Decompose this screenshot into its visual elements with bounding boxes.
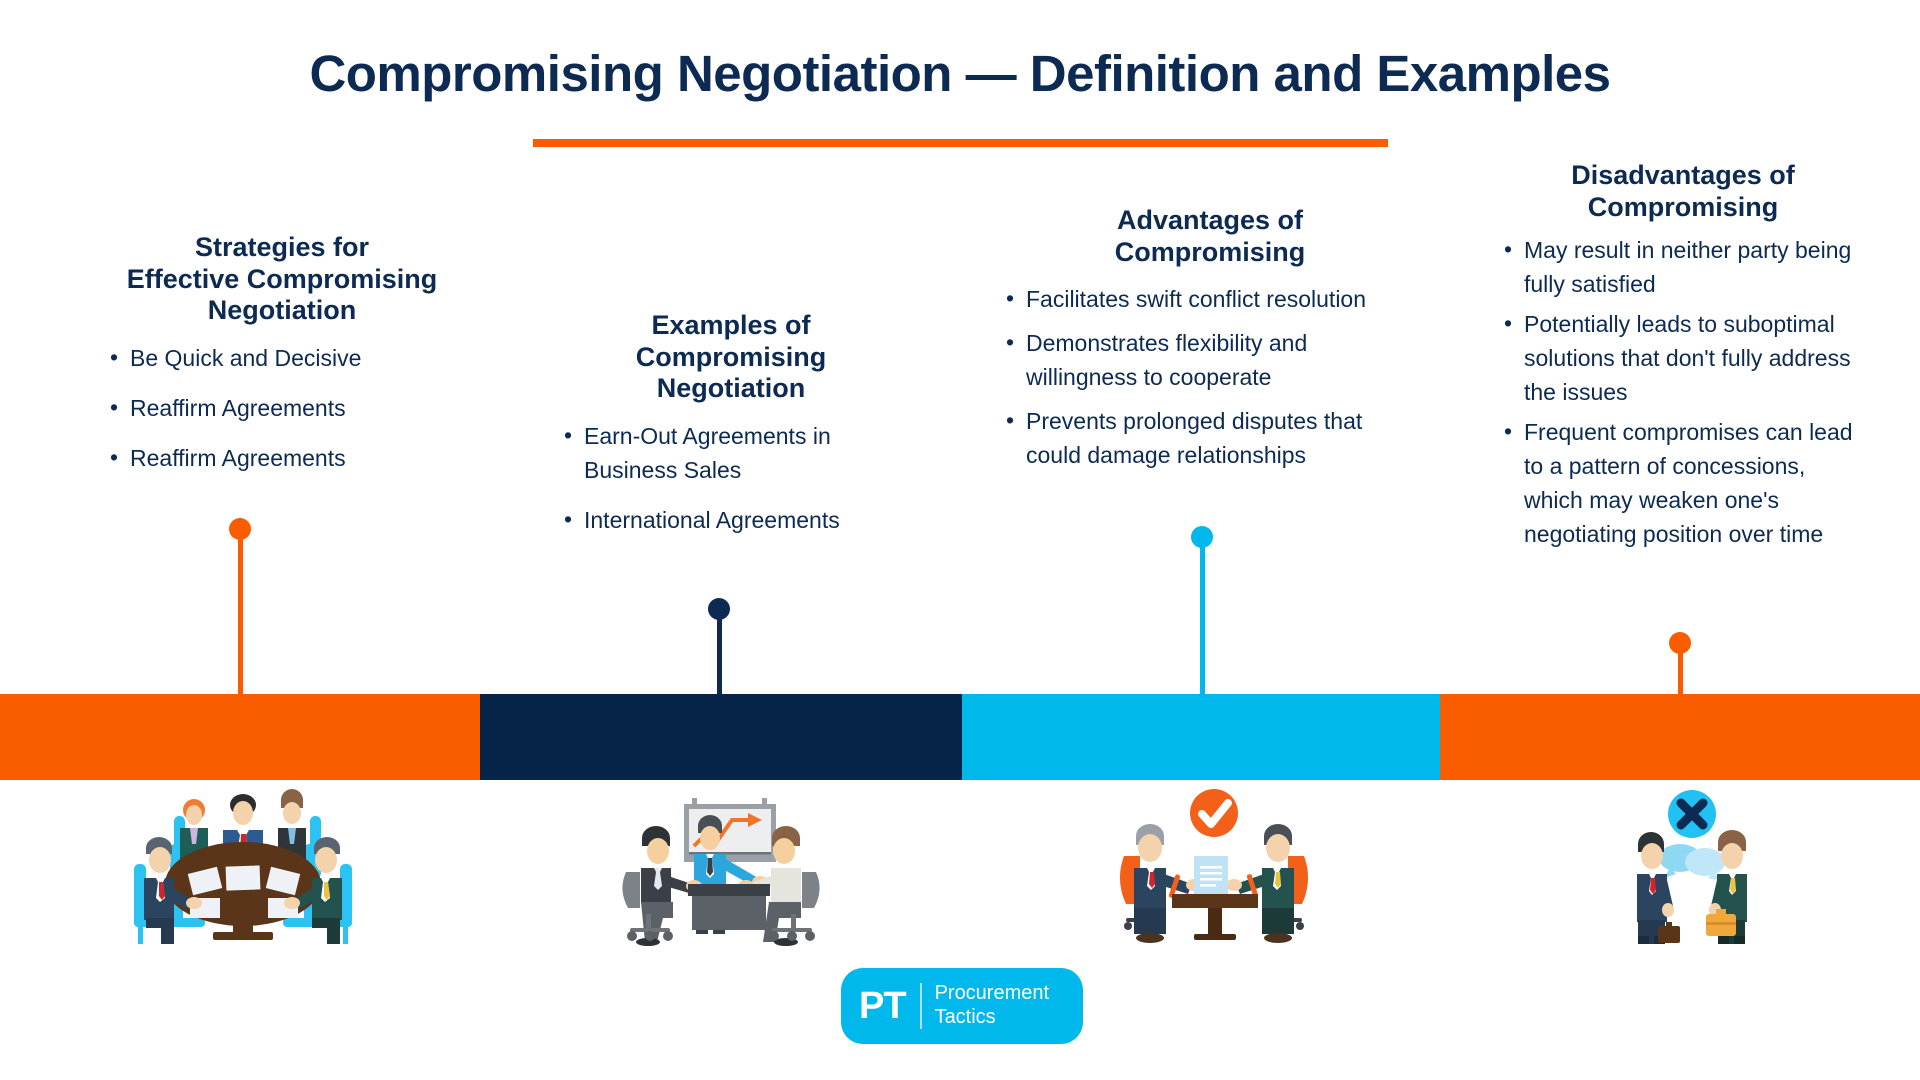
seated-right-figure: [738, 826, 820, 946]
connector-dot-advantages: [1191, 526, 1213, 548]
heading-line: Compromising: [635, 341, 827, 372]
failed-discussion-illustration: [1622, 786, 1800, 946]
column-heading-advantages: Advantages of Compromising: [1000, 205, 1420, 268]
heading-line: Examples of: [651, 310, 811, 340]
band-segment-strategies: [0, 694, 480, 780]
procurement-tactics-logo[interactable]: PT Procurement Tactics: [841, 968, 1083, 1044]
connector-dot-examples: [708, 598, 730, 620]
logo-divider: [919, 983, 922, 1029]
list-item: Potentially leads to suboptimal solution…: [1498, 306, 1868, 409]
page-title: Compromising Negotiation — Definition an…: [309, 45, 1611, 102]
band-segment-disadvantages: [1440, 694, 1920, 780]
connector-dot-disadvantages: [1669, 632, 1691, 654]
bullet-list-advantages: Facilitates swift conflict resolution De…: [1000, 281, 1420, 472]
round-table-meeting-illustration: [118, 786, 368, 946]
connector-dot-strategies: [229, 518, 251, 540]
bullet-list-strategies: Be Quick and Decisive Reaffirm Agreement…: [104, 340, 468, 475]
list-item: Demonstrates flexibility and willingness…: [1000, 325, 1420, 394]
check-circle-icon: [1190, 789, 1238, 837]
band-segment-advantages: [962, 694, 1440, 780]
speech-bubbles: [1659, 844, 1725, 881]
list-item: May result in neither party being fully …: [1498, 232, 1868, 301]
contract-document: [1194, 856, 1228, 902]
right-person: [1706, 830, 1747, 944]
logo-word-line-2: Tactics: [934, 1006, 996, 1028]
bullet-list-examples: Earn-Out Agreements in Business Sales In…: [558, 418, 910, 537]
heading-line: Advantages of: [1116, 205, 1304, 235]
round-table-meeting-svg: [134, 789, 352, 944]
connector-stem-disadvantages: [1677, 646, 1683, 696]
whiteboard-presentation-svg: [622, 798, 820, 946]
list-item: Reaffirm Agreements: [104, 390, 468, 425]
connector-stem-advantages: [1199, 540, 1205, 696]
list-item: Be Quick and Decisive: [104, 340, 468, 375]
connector-stem-strategies: [237, 532, 243, 696]
whiteboard-presentation-illustration: [610, 796, 832, 946]
x-circle-icon: [1668, 790, 1716, 838]
list-item: Facilitates swift conflict resolution: [1000, 281, 1420, 316]
column-disadvantages: Disadvantages of Compromising May result…: [1498, 160, 1868, 557]
contract-signing-svg: [1119, 789, 1309, 943]
band-segment-examples: [480, 694, 962, 780]
heading-line: Negotiation: [207, 295, 357, 326]
column-examples: Examples of Compromising Negotiation Ear…: [552, 310, 910, 553]
heading-line: Strategies for: [194, 232, 370, 262]
connector-stem-examples: [716, 612, 722, 696]
list-item: Reaffirm Agreements: [104, 440, 468, 475]
column-heading-disadvantages: Disadvantages of Compromising: [1498, 160, 1868, 223]
list-item: International Agreements: [558, 502, 910, 537]
logo-mark: PT: [859, 985, 907, 1027]
seated-left-figure: [622, 826, 702, 946]
list-item: Prevents prolonged disputes that could d…: [1000, 403, 1420, 472]
bullet-list-disadvantages: May result in neither party being fully …: [1498, 232, 1868, 551]
color-band: [0, 694, 1920, 780]
heading-line: Negotiation: [656, 373, 806, 404]
column-heading-examples: Examples of Compromising Negotiation: [552, 310, 910, 405]
heading-line: Compromising: [1587, 191, 1779, 222]
heading-line: Disadvantages of: [1571, 160, 1795, 190]
title-underline-rule: [533, 139, 1388, 147]
column-strategies: Strategies for Effective Compromising Ne…: [96, 232, 468, 491]
contract-signing-approved-illustration: [1110, 786, 1318, 946]
heading-line: Compromising: [1114, 236, 1306, 267]
right-negotiator: [1226, 824, 1294, 943]
column-advantages: Advantages of Compromising Facilitates s…: [1000, 205, 1420, 482]
list-item: Frequent compromises can lead to a patte…: [1498, 414, 1868, 551]
list-item: Earn-Out Agreements in Business Sales: [558, 418, 910, 487]
failed-discussion-svg: [1637, 790, 1747, 944]
left-negotiator: [1134, 824, 1202, 943]
column-heading-strategies: Strategies for Effective Compromising Ne…: [96, 232, 468, 327]
heading-line: Effective Compromising: [126, 263, 438, 294]
left-person: [1637, 832, 1680, 944]
logo-wordmark: Procurement Tactics: [935, 982, 1050, 1029]
logo-word-line-1: Procurement: [934, 982, 1050, 1005]
